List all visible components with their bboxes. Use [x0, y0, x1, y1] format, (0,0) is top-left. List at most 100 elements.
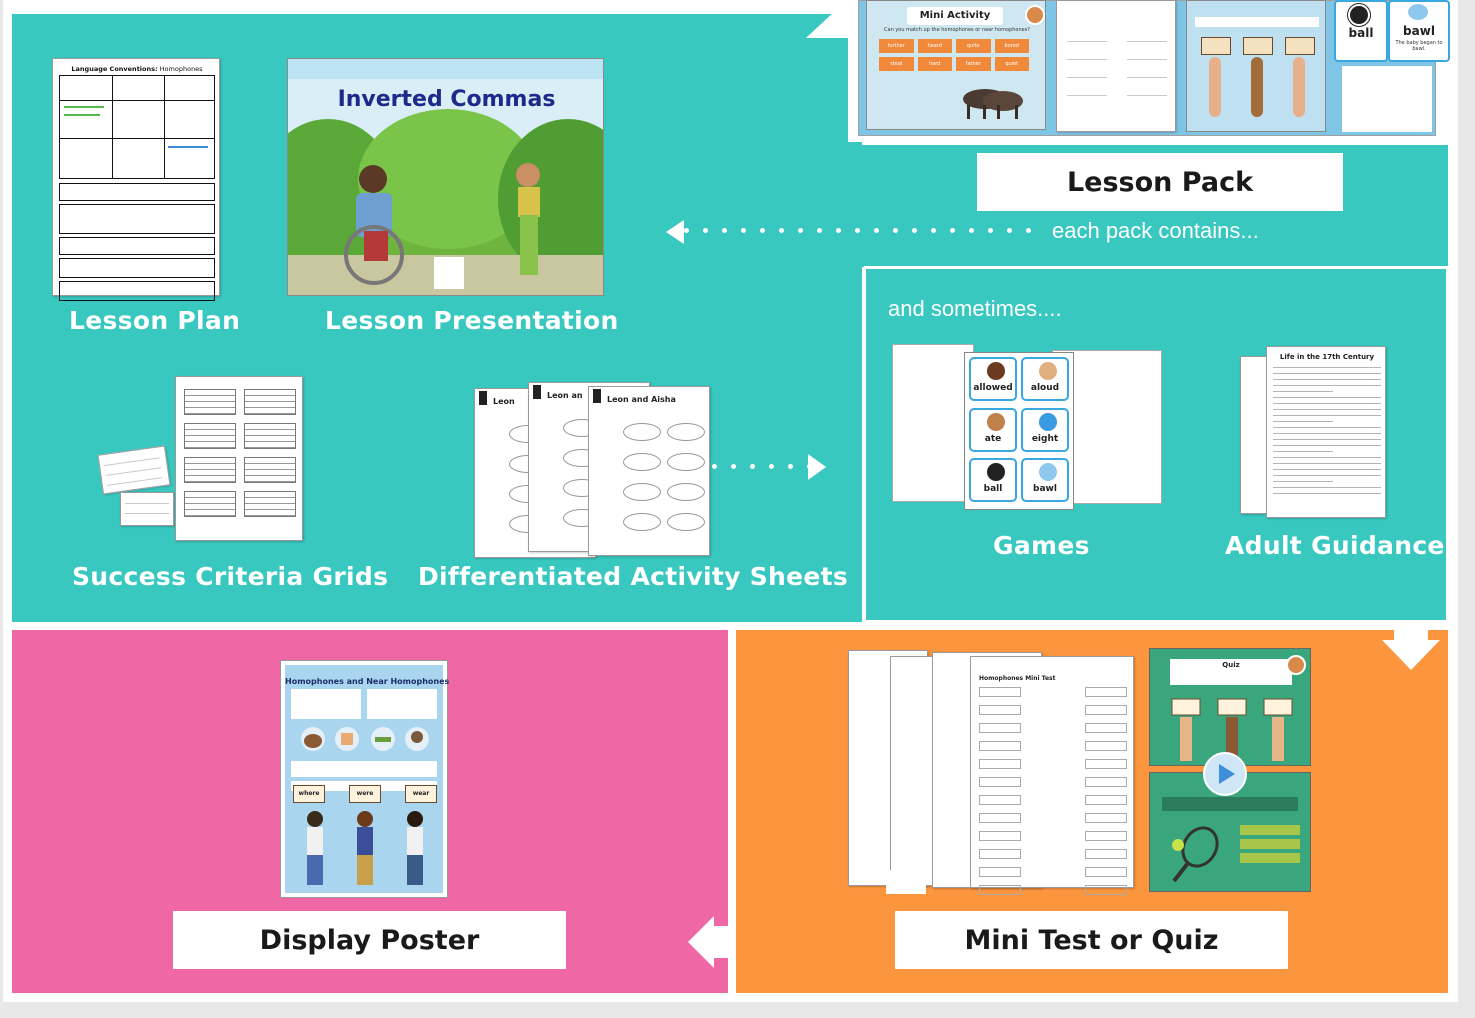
game-card-word: ate	[984, 433, 1002, 444]
game-card-word: eight	[1031, 433, 1059, 444]
connector-dot	[969, 228, 974, 233]
lesson-presentation-slide: Inverted Commas	[287, 58, 604, 296]
games-preview: allowed aloud ate eight ball bawl	[892, 344, 1162, 510]
sometimes-note: and sometimes....	[888, 296, 1062, 321]
poster-word-sign: wear	[405, 785, 437, 803]
criteria-grid-block	[184, 389, 236, 415]
game-card-word: aloud	[1030, 383, 1060, 393]
criteria-grid-block	[184, 491, 236, 517]
connector-dot	[779, 228, 784, 233]
activity-sheet: Leon and Aisha	[588, 386, 710, 556]
arrow-right-icon	[808, 454, 826, 480]
sheet-level-badge-icon	[479, 391, 487, 405]
connector-dot	[1026, 228, 1031, 233]
criteria-grid-block	[244, 423, 296, 449]
pack-card-ball: ball	[1334, 0, 1388, 62]
poster-word-sign: were	[349, 785, 381, 803]
each-pack-note: each pack contains...	[1052, 218, 1259, 243]
mini-activity-word-tile: further	[879, 39, 914, 53]
lesson-plan-document: Language Conventions: Homophones	[52, 58, 220, 301]
activity-sheet-title: Leon an	[547, 391, 583, 400]
lesson-presentation-label: Lesson Presentation	[325, 306, 619, 335]
pack-poster-preview	[1186, 0, 1326, 132]
crying-baby-icon	[1039, 463, 1057, 482]
game-card: allowed	[969, 357, 1017, 401]
activity-sheet-title: Leon	[493, 397, 515, 406]
criteria-grid-block	[184, 457, 236, 483]
connector-dot	[741, 228, 746, 233]
mini-activity-word-tile: steal	[879, 57, 914, 71]
lesson-pack-label: Lesson Pack	[977, 153, 1343, 211]
poster-word-sign: where	[293, 785, 325, 803]
connector-dot	[769, 464, 774, 469]
quiz-preview: Quiz	[1149, 648, 1311, 894]
connector-dot	[855, 228, 860, 233]
connector-dot	[788, 464, 793, 469]
connector-dot	[836, 228, 841, 233]
tennis-racket-icon	[1172, 826, 1219, 883]
mini-test-doc-title: Homophones Mini Test	[979, 675, 1056, 682]
connector-dot	[750, 464, 755, 469]
mini-activity-slide: Mini Activity Can you match up the homop…	[866, 0, 1046, 130]
mini-test-label: Mini Test or Quiz	[895, 911, 1288, 969]
activity-sheets-label: Differentiated Activity Sheets	[418, 562, 849, 591]
card-word-ball: ball	[1348, 26, 1374, 40]
connector-dot	[988, 228, 993, 233]
mini-activity-subtitle: Can you match up the homophones or near …	[884, 27, 1030, 33]
sheet-level-badge-icon	[533, 385, 541, 399]
adult-guidance-label: Adult Guidance	[1225, 531, 1445, 560]
connector-dot	[684, 228, 689, 233]
game-card-word: allowed	[973, 383, 1013, 393]
game-card: ball	[969, 458, 1017, 503]
game-card-word: bawl	[1033, 484, 1057, 495]
arrow-left-icon	[666, 220, 684, 244]
connector-dot	[798, 228, 803, 233]
game-card: bawl	[1021, 458, 1069, 503]
criteria-grid-block	[244, 457, 296, 483]
adult-guidance-doc-title: Life in the 17th Century	[1279, 353, 1375, 361]
number-8-icon	[1039, 412, 1057, 431]
games-label: Games	[993, 531, 1090, 560]
connector-dot	[722, 228, 727, 233]
mini-activity-word-tile: hard	[917, 57, 952, 71]
dotted-connector-middle	[712, 464, 812, 469]
connector-dot	[931, 228, 936, 233]
slide-title: Inverted Commas	[337, 87, 556, 112]
success-criteria-label: Success Criteria Grids	[72, 562, 389, 591]
quiz-title: Quiz	[1222, 661, 1240, 669]
lesson-plan-label: Lesson Plan	[69, 306, 241, 335]
lesson-pack-preview: Mini Activity Can you match up the homop…	[848, 0, 1450, 142]
mini-activity-title: Mini Activity	[907, 7, 1003, 25]
lesson-plan-doc-title: Language Conventions:	[71, 65, 158, 73]
connector-dot	[874, 228, 879, 233]
sheet-level-badge-icon	[593, 389, 601, 403]
success-criteria-sheet	[175, 376, 303, 541]
poster-title: Homophones and Near Homophones	[285, 677, 450, 686]
mini-activity-word-tile: father	[956, 57, 991, 71]
ball-icon	[987, 463, 1005, 482]
pack-card-bawl: bawl The baby began to bawl.	[1388, 0, 1450, 62]
arrow-down-icon	[1382, 630, 1440, 670]
mini-activity-word-tile: heard	[917, 39, 952, 53]
owl-badge-icon	[1025, 5, 1045, 25]
connector-dot	[1007, 228, 1012, 233]
crying-baby-icon	[1408, 4, 1428, 20]
connector-dot	[731, 464, 736, 469]
criteria-grid-block	[184, 423, 236, 449]
display-poster-label: Display Poster	[173, 911, 566, 969]
eating-icon	[987, 412, 1005, 431]
connector-dot	[817, 228, 822, 233]
mini-activity-word-tile: quite	[956, 39, 991, 53]
connector-dot	[912, 228, 917, 233]
adult-guidance-preview: Life in the 17th Century	[1240, 346, 1386, 518]
game-card-word: ball	[983, 484, 1003, 495]
game-card: aloud	[1021, 357, 1069, 401]
connector-dot	[893, 228, 898, 233]
game-card: ate	[969, 407, 1017, 452]
connector-dot	[712, 464, 717, 469]
lesson-plan-doc-topic: Homophones	[159, 65, 203, 73]
play-button-icon	[1203, 752, 1247, 796]
connector-dot	[703, 228, 708, 233]
activity-sheets-stack: Leon Leon an Leon and Aisha	[470, 380, 720, 560]
